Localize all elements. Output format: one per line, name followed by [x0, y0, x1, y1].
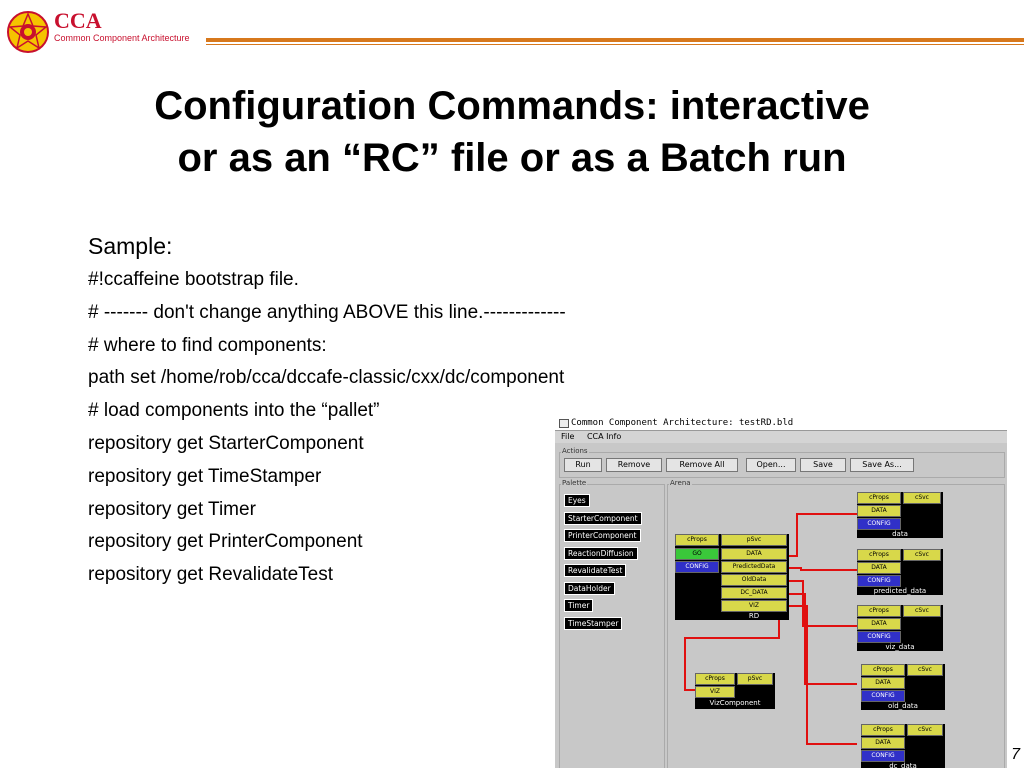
port-csvc[interactable]: cSvc — [903, 605, 941, 617]
port-go[interactable]: GO — [675, 548, 719, 560]
port-data[interactable]: DATA — [721, 548, 787, 560]
port-data[interactable]: DATA — [857, 618, 901, 630]
title-line-1: Configuration Commands: interactive — [154, 84, 870, 128]
header-rule — [206, 38, 1024, 42]
port-cprops[interactable]: cProps — [675, 534, 719, 546]
component-name: data — [892, 530, 908, 538]
component-dc-data[interactable]: cProps cSvc DATA CONFIG dc_data — [861, 724, 945, 768]
title-line-2: or as an “RC” file or as a Batch run — [177, 136, 847, 180]
menubar: File CCA Info — [555, 431, 1007, 443]
port-csvc[interactable]: cSvc — [907, 724, 943, 736]
arena-panel — [667, 484, 1005, 768]
palette-item-timer[interactable]: Timer — [564, 599, 594, 612]
save-as-button[interactable]: Save As... — [850, 458, 914, 472]
window-title: Common Component Architecture: testRD.bl… — [571, 418, 794, 428]
body-line: # where to find components: — [88, 334, 327, 356]
component-viz[interactable]: cProps pSvc VIZ VizComponent — [695, 673, 775, 709]
brand-subtitle: Common Component Architecture — [54, 33, 190, 43]
palette-item-reaction[interactable]: ReactionDiffusion — [564, 547, 638, 560]
body-line: repository get StarterComponent — [88, 432, 364, 454]
menu-file[interactable]: File — [561, 432, 575, 441]
window-titlebar: Common Component Architecture: testRD.bl… — [555, 416, 1007, 431]
save-button[interactable]: Save — [800, 458, 846, 472]
port-cprops[interactable]: cProps — [857, 605, 901, 617]
actions-panel: Run Remove Remove All Open... Save Save … — [559, 452, 1005, 478]
port-csvc[interactable]: cSvc — [903, 492, 941, 504]
port-cprops[interactable]: cProps — [861, 664, 905, 676]
port-config[interactable]: CONFIG — [861, 690, 905, 702]
port-config[interactable]: CONFIG — [857, 518, 901, 530]
port-data[interactable]: DATA — [861, 677, 905, 689]
run-button[interactable]: Run — [564, 458, 602, 472]
port-viz[interactable]: VIZ — [695, 686, 735, 698]
port-cprops[interactable]: cProps — [861, 724, 905, 736]
port-config[interactable]: CONFIG — [675, 561, 719, 573]
port-data[interactable]: DATA — [857, 562, 901, 574]
palette-panel: Eyes StarterComponent PrinterComponent R… — [559, 484, 665, 768]
port-dc-data[interactable]: DC_DATA — [721, 587, 787, 599]
port-olddata[interactable]: OldData — [721, 574, 787, 586]
remove-all-button[interactable]: Remove All — [666, 458, 738, 472]
port-config[interactable]: CONFIG — [857, 631, 901, 643]
palette-item-timestamper[interactable]: TimeStamper — [564, 617, 623, 630]
body-line: # ------- don't change anything ABOVE th… — [88, 301, 566, 323]
arena-label: Arena — [669, 479, 692, 487]
body-line: path set /home/rob/cca/dccafe-classic/cx… — [88, 367, 565, 389]
menu-cca-info[interactable]: CCA Info — [586, 432, 622, 441]
port-cprops[interactable]: cProps — [857, 492, 901, 504]
open-button[interactable]: Open... — [746, 458, 796, 472]
component-name: dc_data — [889, 762, 917, 768]
palette-item-printer[interactable]: PrinterComponent — [564, 529, 641, 542]
body-line: # load components into the “pallet” — [88, 400, 380, 422]
body-line: #!ccaffeine bootstrap file. — [88, 269, 299, 290]
remove-button[interactable]: Remove — [606, 458, 662, 472]
actions-label: Actions — [561, 447, 589, 455]
component-name: viz_data — [885, 643, 915, 651]
window-icon[interactable] — [559, 419, 569, 428]
body-line: repository get PrinterComponent — [88, 531, 363, 553]
header-rule-thin — [206, 44, 1024, 45]
cca-logo-icon — [7, 11, 49, 53]
port-csvc[interactable]: cSvc — [903, 549, 941, 561]
sample-label: Sample: — [88, 233, 173, 259]
connection-wires — [684, 513, 857, 745]
port-viz[interactable]: VIZ — [721, 600, 787, 612]
body-line: repository get TimeStamper — [88, 465, 322, 487]
port-psvc[interactable]: pSvc — [737, 673, 773, 685]
component-data[interactable]: cProps cSvc DATA CONFIG data — [857, 492, 943, 538]
component-rd[interactable]: cProps pSvc GO DATA CONFIG PredictedData… — [675, 534, 789, 620]
port-data[interactable]: DATA — [857, 505, 901, 517]
component-name: RD — [748, 612, 760, 620]
body-line: repository get RevalidateTest — [88, 564, 334, 586]
component-old-data[interactable]: cProps cSvc DATA CONFIG old_data — [861, 664, 945, 710]
port-cprops[interactable]: cProps — [857, 549, 901, 561]
palette-item-dataholder[interactable]: DataHolder — [564, 582, 615, 595]
body-line: repository get Timer — [88, 498, 256, 520]
palette-item-revalidate[interactable]: RevalidateTest — [564, 564, 627, 577]
component-name: predicted_data — [873, 587, 927, 595]
port-config[interactable]: CONFIG — [861, 750, 905, 762]
port-cprops[interactable]: cProps — [695, 673, 735, 685]
component-name: VizComponent — [709, 699, 761, 707]
component-viz-data[interactable]: cProps cSvc DATA CONFIG viz_data — [857, 605, 943, 651]
slide-body: Sample: #!ccaffeine bootstrap file. # --… — [88, 230, 566, 592]
port-psvc[interactable]: pSvc — [721, 534, 787, 546]
palette-item-eyes[interactable]: Eyes — [564, 494, 590, 507]
port-predicteddata[interactable]: PredictedData — [721, 561, 787, 573]
port-csvc[interactable]: cSvc — [907, 664, 943, 676]
component-name: old_data — [888, 702, 918, 710]
slide-title: Configuration Commands: interactive or a… — [0, 80, 1024, 184]
app-window-screenshot: Common Component Architecture: testRD.bl… — [555, 416, 1007, 768]
brand-name: CCA — [54, 8, 102, 33]
page-number: 7 — [1011, 746, 1020, 763]
palette-label: Palette — [561, 479, 588, 487]
port-config[interactable]: CONFIG — [857, 575, 901, 587]
component-predicted-data[interactable]: cProps cSvc DATA CONFIG predicted_data — [857, 549, 943, 595]
palette-item-starter[interactable]: StarterComponent — [564, 512, 642, 525]
port-data[interactable]: DATA — [861, 737, 905, 749]
